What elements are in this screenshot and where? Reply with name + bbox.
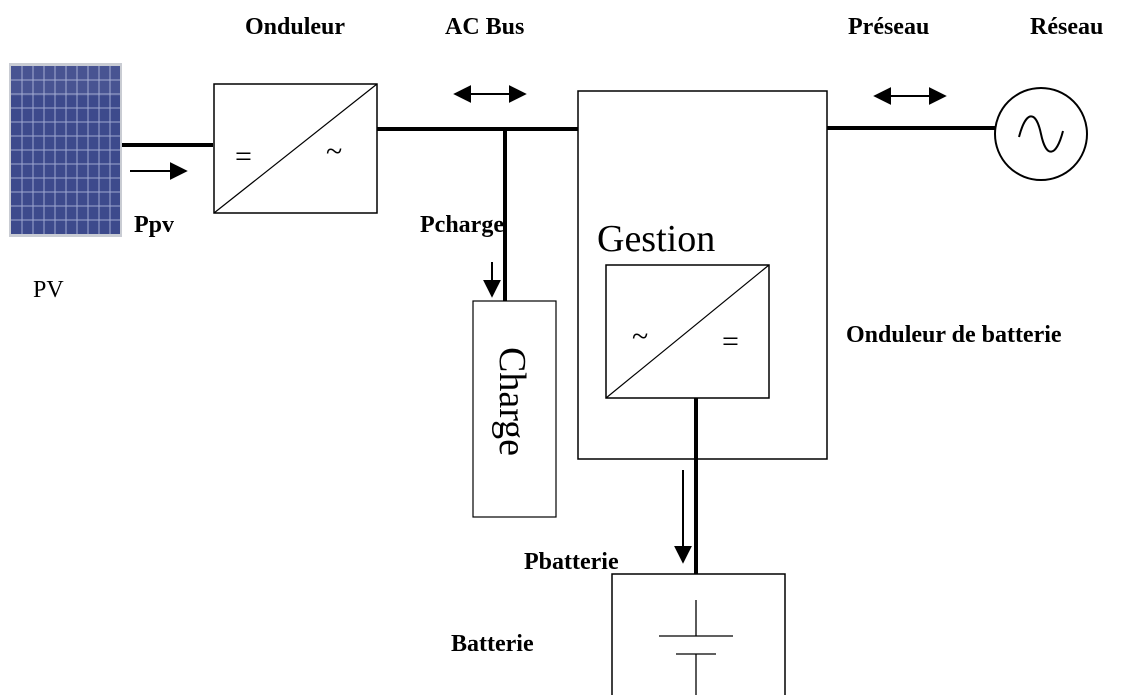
charge-label: Charge	[491, 347, 533, 457]
ppv-label: Ppv	[134, 212, 175, 238]
batterie-label: Batterie	[451, 631, 534, 657]
gestion-label: Gestion	[597, 218, 716, 260]
battery-cell-icon	[659, 600, 733, 695]
onduleur-batterie-label: Onduleur de batterie	[846, 322, 1062, 348]
onduleur-label: Onduleur	[245, 14, 346, 40]
battery-inverter-box	[605, 264, 770, 399]
onduleur-dc-symbol: =	[235, 140, 252, 173]
battery-box	[611, 573, 786, 695]
onduleur-ac-symbol: ~	[326, 135, 343, 168]
pbatterie-label: Pbatterie	[524, 549, 619, 575]
charge-box	[472, 300, 557, 518]
reseau-label: Réseau	[1030, 14, 1104, 40]
pcharge-label: Pcharge	[420, 212, 504, 238]
pv-label: PV	[33, 277, 64, 303]
ac-source-icon	[994, 87, 1088, 181]
battery-inverter-ac-symbol: ~	[632, 320, 649, 353]
solar-panel-icon	[9, 63, 122, 237]
onduleur-box	[213, 83, 378, 214]
ac-bus-label: AC Bus	[445, 14, 525, 40]
preseau-label: Préseau	[848, 14, 930, 40]
battery-inverter-dc-symbol: =	[722, 325, 739, 358]
